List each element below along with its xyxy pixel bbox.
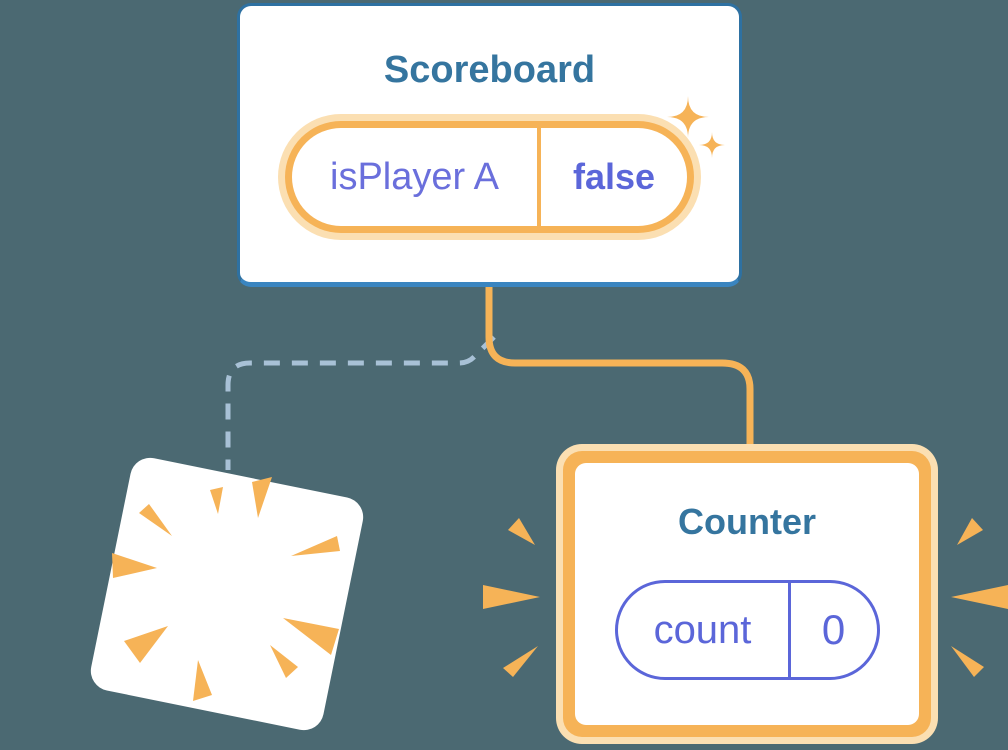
burst-ray xyxy=(252,477,272,518)
burst-ray xyxy=(210,487,223,514)
emphasis-ray xyxy=(957,518,983,545)
scoreboard-component-card: Scoreboard isPlayer A false xyxy=(237,3,742,287)
emphasis-ray xyxy=(503,646,538,677)
state-value-label: 0 xyxy=(821,606,846,653)
emphasis-ray xyxy=(951,585,1008,609)
burst-mark-icon xyxy=(112,477,340,701)
burst-ray xyxy=(291,536,340,556)
counter-component-card: Counter count 0 xyxy=(556,444,938,744)
burst-ray xyxy=(270,645,298,678)
burst-ray xyxy=(124,626,168,663)
emphasis-ray xyxy=(508,518,535,545)
state-value-label: false xyxy=(572,156,656,197)
burst-ray xyxy=(283,618,339,655)
scoreboard-state-pill-ring: isPlayer A false xyxy=(285,121,694,233)
emphasis-ray xyxy=(483,585,540,609)
removed-card-shape xyxy=(90,457,364,731)
scoreboard-title: Scoreboard xyxy=(383,49,596,91)
dashed-connector-line xyxy=(225,335,496,470)
emphasis-ray xyxy=(951,646,984,677)
counter-title: Counter xyxy=(678,501,816,542)
state-pill-divider xyxy=(537,128,541,226)
state-name-label: count xyxy=(653,607,752,652)
state-pill-divider xyxy=(787,583,791,677)
scoreboard-state-pill: isPlayer A false xyxy=(278,114,701,240)
state-connector-line xyxy=(485,287,754,452)
removed-component-card xyxy=(90,457,364,731)
counter-card-body: Counter count 0 xyxy=(575,463,919,725)
state-name-label: isPlayer A xyxy=(330,155,499,198)
burst-ray xyxy=(112,553,157,578)
counter-state-pill: count 0 xyxy=(614,580,880,680)
scoreboard-state-pill-body: isPlayer A false xyxy=(292,128,687,226)
burst-ray xyxy=(193,660,212,701)
counter-card-ring: Counter count 0 xyxy=(563,451,931,737)
burst-ray xyxy=(139,504,172,536)
